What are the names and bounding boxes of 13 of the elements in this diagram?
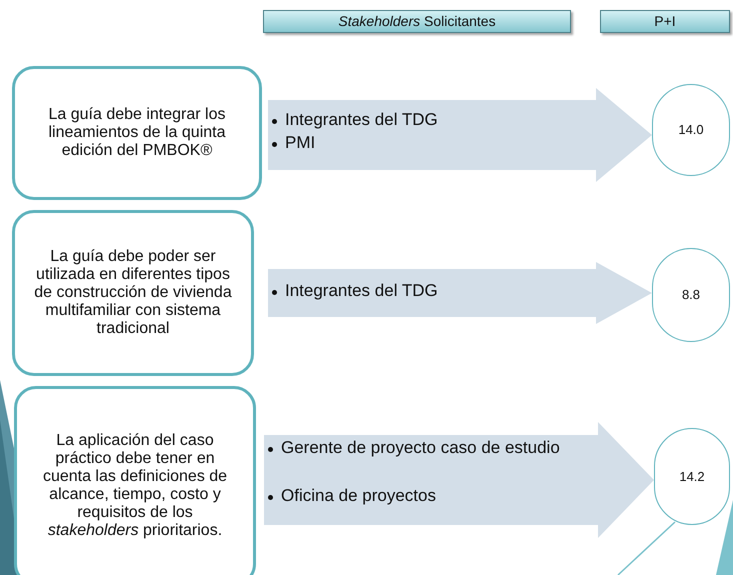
block-arrow bbox=[268, 262, 652, 324]
requirement-box: La guía debe poder ser utilizada en diferentes tipos de construcción de vivienda multifamiliar con sistema tradicional bbox=[12, 210, 254, 376]
stakeholder-item: Oficina de proyectos bbox=[281, 486, 436, 506]
requirement-box: La aplicación del caso práctico debe tener en cuenta las definiciones de alcance, tiempo, costo y requisitos de los stakeholders prioritarios. bbox=[14, 386, 256, 575]
stakeholder-item: PMI bbox=[285, 133, 316, 153]
header-bar: Stakeholders Solicitantes bbox=[263, 10, 571, 33]
block-arrow bbox=[264, 422, 654, 538]
header-bar: P+I bbox=[600, 10, 730, 33]
stakeholder-item: Integrantes del TDG bbox=[285, 110, 438, 130]
stakeholder-item: Gerente de proyecto caso de estudio bbox=[281, 438, 560, 458]
stakeholder-item: Integrantes del TDG bbox=[285, 281, 438, 301]
requirement-box: La guía debe integrar los lineamientos de la quinta edición del PMBOK® bbox=[12, 66, 262, 200]
block-arrow bbox=[268, 88, 652, 182]
